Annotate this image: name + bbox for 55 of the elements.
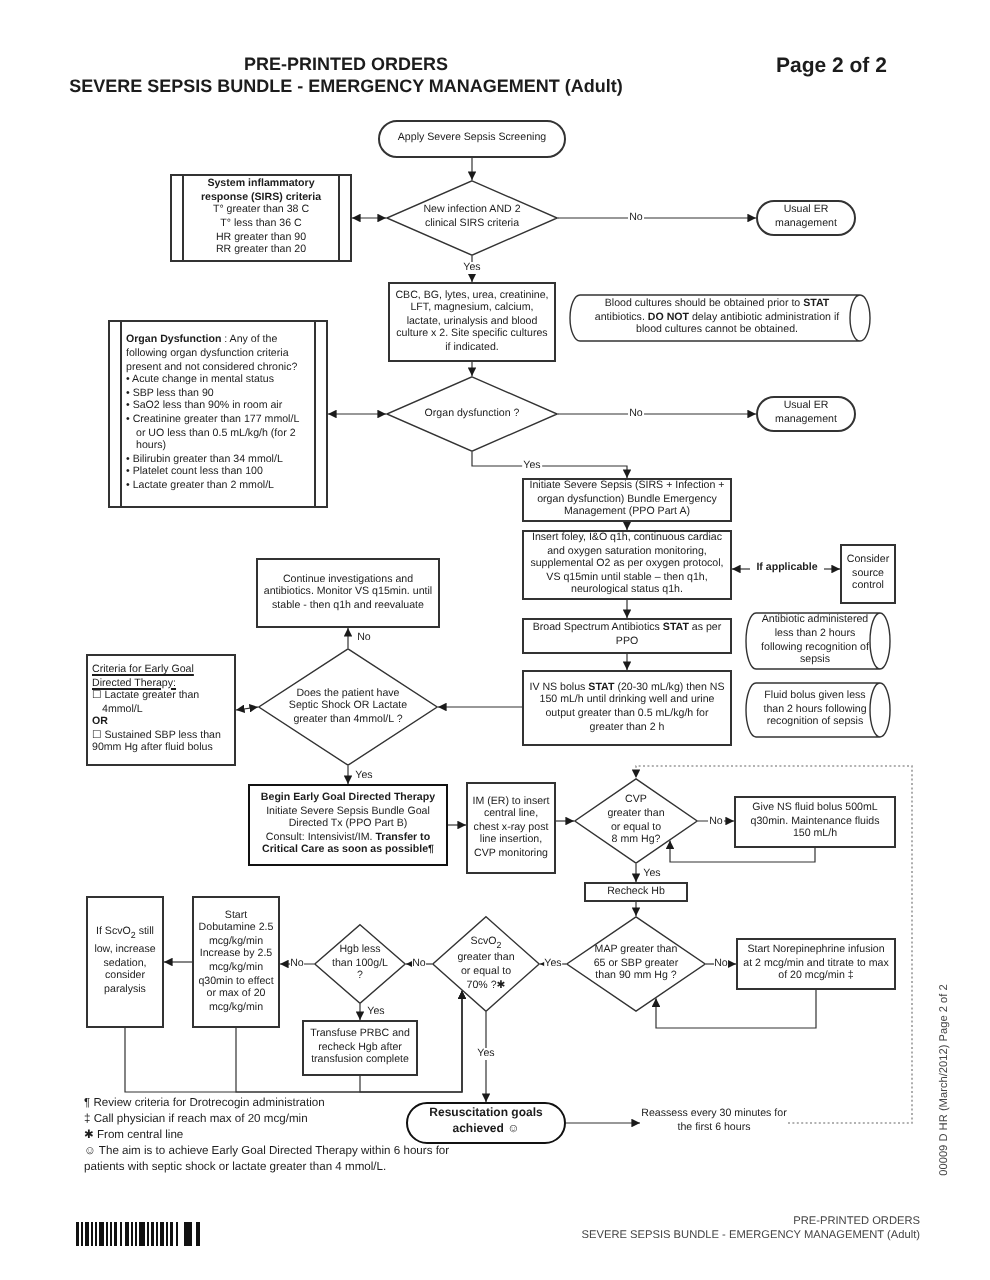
page-number: Page 2 of 2 (776, 54, 887, 78)
note-cylinder (746, 612, 890, 670)
decision-diamond (258, 648, 438, 766)
arrow (467, 361, 477, 377)
double-headed-arrow (235, 703, 259, 714)
arrow (565, 1118, 641, 1128)
arrow (631, 901, 641, 917)
dashed-arrow (631, 765, 913, 1124)
arrow (622, 653, 632, 671)
arrow (731, 564, 751, 574)
form-type-heading: PRE-PRINTED ORDERS (243, 54, 448, 76)
double-headed-arrow (351, 213, 387, 223)
arrow (622, 521, 632, 531)
arrow (651, 989, 817, 1029)
action-box (248, 784, 448, 866)
process-box (256, 558, 440, 628)
process-box (584, 882, 688, 902)
arrow (665, 839, 816, 863)
arrow (437, 702, 523, 712)
arrow (467, 157, 477, 181)
arrow (557, 409, 757, 419)
arrow (481, 1011, 491, 1103)
criteria-box (108, 320, 328, 508)
decision-diamond (566, 916, 706, 1012)
arrow (622, 599, 632, 619)
arrow (823, 564, 841, 574)
criteria-box (170, 174, 352, 262)
decision-diamond (386, 376, 558, 452)
process-box (86, 654, 236, 766)
arrow (447, 820, 467, 830)
arrow (557, 213, 757, 223)
arrow (343, 765, 353, 785)
decision-diamond (574, 778, 698, 864)
decision-diamond (432, 916, 540, 1012)
arrow (471, 451, 632, 479)
process-box (466, 782, 556, 874)
document-title: SEVERE SEPSIS BUNDLE - EMERGENCY MANAGEMENT (Adult) (69, 75, 623, 97)
process-box (522, 618, 732, 654)
arrow (359, 990, 467, 1093)
process-box (192, 896, 280, 1028)
process-box (302, 1020, 418, 1076)
arrow (555, 816, 575, 826)
note-cylinder (746, 682, 890, 738)
double-headed-arrow (327, 409, 387, 419)
arrow (163, 957, 193, 967)
process-box (840, 544, 896, 604)
arrow (343, 627, 353, 649)
process-box (522, 670, 732, 746)
process-box (86, 896, 164, 1028)
decision-diamond (314, 924, 406, 1004)
decision-diamond (386, 180, 558, 256)
note-cylinder (570, 294, 870, 342)
arrow (631, 863, 641, 883)
arrow (355, 1003, 365, 1021)
process-box (734, 796, 896, 848)
